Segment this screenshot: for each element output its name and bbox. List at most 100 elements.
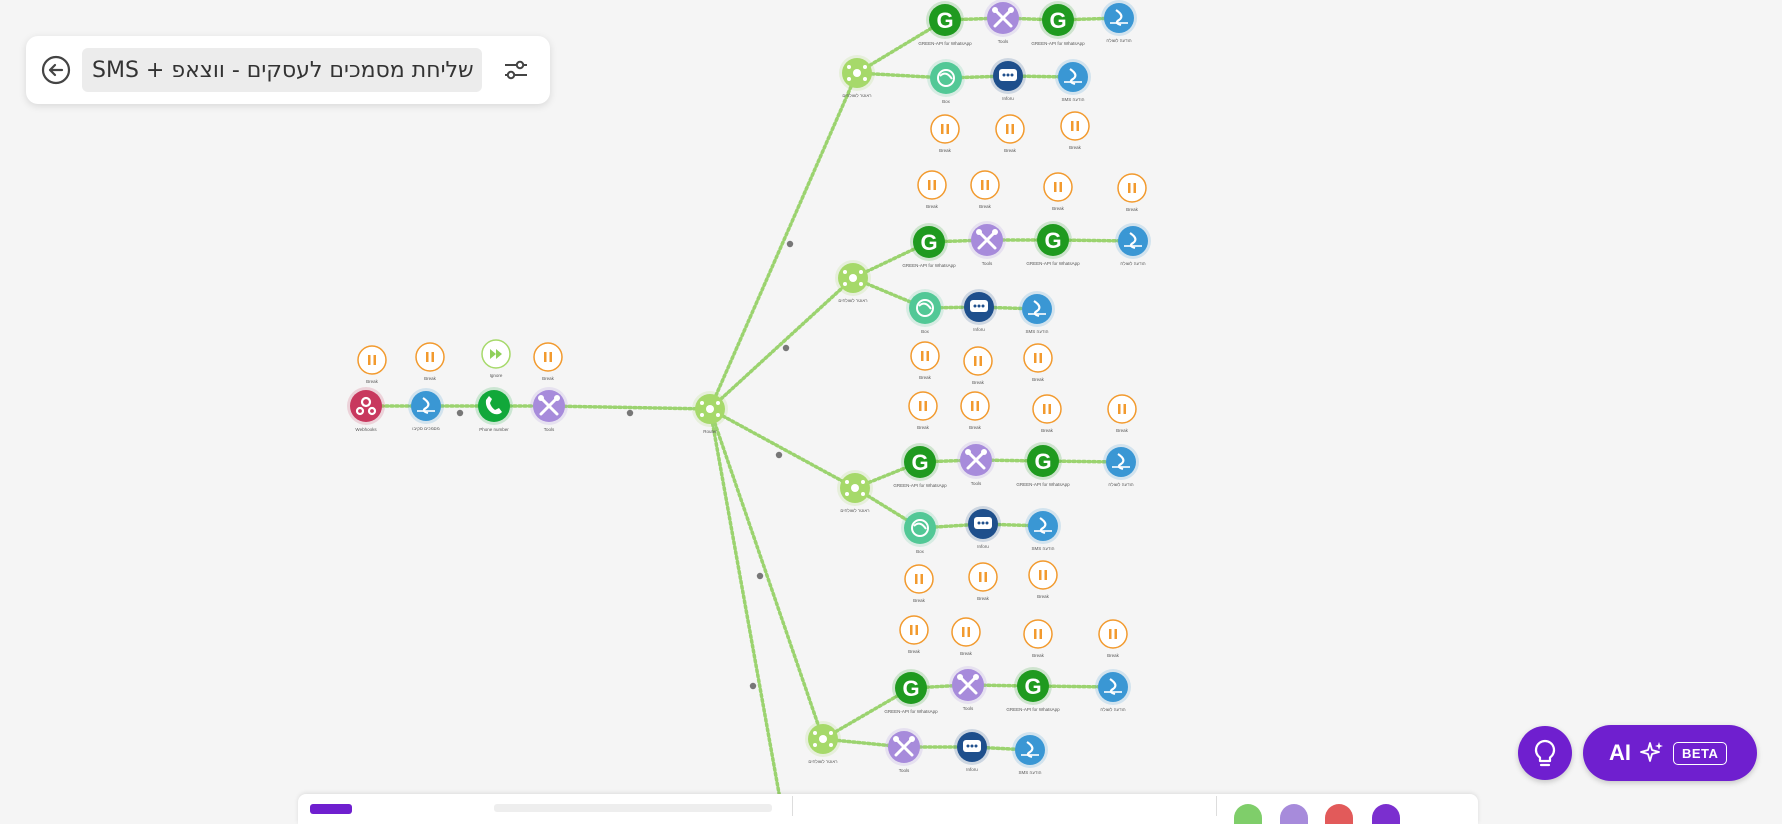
module-i4[interactable]: Inforu bbox=[954, 729, 990, 772]
module-i3[interactable]: Inforu bbox=[965, 506, 1001, 549]
toolbar-tool-purple[interactable] bbox=[1280, 804, 1308, 824]
module-phone[interactable]: Phone number bbox=[475, 387, 513, 432]
link-router-main-r2[interactable] bbox=[708, 276, 855, 411]
module-k1b[interactable]: Break bbox=[995, 114, 1025, 153]
link-router-main-r4[interactable] bbox=[708, 407, 825, 741]
module-tools-a[interactable]: Tools bbox=[530, 387, 568, 432]
module-i1[interactable]: Inforu bbox=[990, 58, 1026, 101]
module-r2[interactable]: ראוטר לשולחים bbox=[835, 260, 871, 303]
run-once-button[interactable] bbox=[310, 804, 352, 814]
filter-gear-icon[interactable] bbox=[749, 682, 757, 690]
link-r4-g4a[interactable] bbox=[821, 686, 913, 741]
module-b2[interactable]: Box bbox=[906, 289, 944, 334]
module-ign-a[interactable]: Ignore bbox=[481, 339, 511, 378]
filter-gear-icon[interactable] bbox=[756, 572, 764, 580]
module-t4a[interactable]: Tools bbox=[949, 666, 987, 711]
module-t3a[interactable]: Tools bbox=[957, 441, 995, 486]
module-s2b[interactable]: SMS הודעה bbox=[1019, 291, 1055, 334]
module-k2a[interactable]: Break bbox=[917, 170, 947, 209]
module-webhook[interactable]: Webhooks bbox=[347, 387, 385, 432]
module-k3d[interactable]: Break bbox=[1107, 394, 1137, 433]
module-router-main[interactable]: Router bbox=[692, 391, 728, 434]
module-brk-a2[interactable]: Break bbox=[415, 342, 445, 381]
module-b1[interactable]: Box bbox=[927, 59, 965, 104]
module-label: Inforu bbox=[966, 767, 978, 772]
module-s3a[interactable]: הודעה לשולח bbox=[1103, 444, 1139, 487]
module-r3[interactable]: ראוטר לשולחים bbox=[837, 470, 873, 513]
link-router-main-r3[interactable] bbox=[708, 407, 857, 490]
filter-gear-icon[interactable] bbox=[782, 344, 790, 352]
module-k2f[interactable]: Break bbox=[963, 346, 993, 385]
link-tools-a-router-main[interactable] bbox=[547, 404, 712, 411]
toolbar-tool-violet[interactable] bbox=[1372, 804, 1400, 824]
module-s1b[interactable]: SMS הודעה bbox=[1055, 59, 1091, 102]
module-k4c[interactable]: Break bbox=[1023, 619, 1053, 658]
module-label: הודעה לשולח bbox=[1106, 38, 1131, 43]
filter-gear-icon[interactable] bbox=[775, 451, 783, 459]
filter-gear-icon[interactable] bbox=[456, 409, 464, 417]
filter-gear-icon[interactable] bbox=[626, 409, 634, 417]
module-s4b[interactable]: SMS הודעה bbox=[1012, 732, 1048, 775]
ai-assistant-button[interactable]: AI BETA bbox=[1583, 725, 1757, 781]
scenario-title[interactable]: שליחת מסמכים לעסקים - ווצאפ + SMS bbox=[82, 48, 482, 92]
module-k3a[interactable]: Break bbox=[908, 391, 938, 430]
module-k3c[interactable]: Break bbox=[1032, 394, 1062, 433]
svg-text:G: G bbox=[936, 8, 953, 33]
module-label: GREEN-API for WhatsApp bbox=[1016, 482, 1070, 487]
module-brk-a3[interactable]: Break bbox=[533, 342, 563, 381]
module-r4[interactable]: ראוטר לשולחים bbox=[805, 721, 841, 764]
module-i2[interactable]: Inforu bbox=[961, 289, 997, 332]
link-r1-g1a[interactable] bbox=[855, 18, 947, 75]
module-k3g[interactable]: Break bbox=[1028, 560, 1058, 599]
settings-button[interactable] bbox=[498, 52, 534, 88]
module-s2a[interactable]: הודעה לשולח bbox=[1115, 223, 1151, 266]
module-t1a[interactable]: Tools bbox=[984, 0, 1022, 44]
module-sms-a[interactable]: מסמכים סקיבו bbox=[408, 388, 444, 431]
module-k2e[interactable]: Break bbox=[910, 341, 940, 380]
module-k3e[interactable]: Break bbox=[904, 564, 934, 603]
scheduling-field[interactable] bbox=[494, 804, 772, 812]
module-b3[interactable]: Box bbox=[901, 509, 939, 554]
toolbar-tool-green[interactable] bbox=[1234, 804, 1262, 824]
module-k2c[interactable]: Break bbox=[1043, 172, 1073, 211]
module-k2g[interactable]: Break bbox=[1023, 343, 1053, 382]
module-label: SMS הודעה bbox=[1018, 770, 1041, 775]
link-router-main-offscreen[interactable] bbox=[708, 407, 784, 810]
module-s4a[interactable]: הודעה לשולח bbox=[1095, 669, 1131, 712]
module-k2b[interactable]: Break bbox=[970, 170, 1000, 209]
module-k3b[interactable]: Break bbox=[960, 391, 990, 430]
module-brk-a1[interactable]: Break bbox=[357, 345, 387, 384]
module-s3b[interactable]: SMS הודעה bbox=[1025, 508, 1061, 551]
module-label: Break bbox=[542, 376, 555, 381]
hint-button[interactable] bbox=[1518, 726, 1572, 780]
back-button[interactable] bbox=[38, 52, 74, 88]
module-k1a[interactable]: Break bbox=[930, 114, 960, 153]
module-k2d[interactable]: Break bbox=[1117, 173, 1147, 212]
module-k4b[interactable]: Break bbox=[951, 617, 981, 656]
module-k3f[interactable]: Break bbox=[968, 562, 998, 601]
link-router-main-r1[interactable] bbox=[708, 71, 859, 411]
toolbar-tool-red[interactable] bbox=[1325, 804, 1353, 824]
module-label: Break bbox=[424, 376, 437, 381]
module-k4a[interactable]: Break bbox=[899, 615, 929, 654]
module-k1c[interactable]: Break bbox=[1060, 111, 1090, 150]
module-k4d[interactable]: Break bbox=[1098, 619, 1128, 658]
module-t2a[interactable]: Tools bbox=[968, 221, 1006, 266]
module-label: Phone number bbox=[479, 427, 509, 432]
module-label: Box bbox=[921, 329, 930, 334]
module-t4b[interactable]: Tools bbox=[885, 728, 923, 773]
filter-gear-icon[interactable] bbox=[786, 240, 794, 248]
module-s1a[interactable]: הודעה לשולח bbox=[1101, 0, 1137, 43]
module-label: Tools bbox=[544, 427, 555, 432]
module-r1[interactable]: ראוטר לשולחים bbox=[839, 55, 875, 98]
module-label: Box bbox=[916, 549, 925, 554]
